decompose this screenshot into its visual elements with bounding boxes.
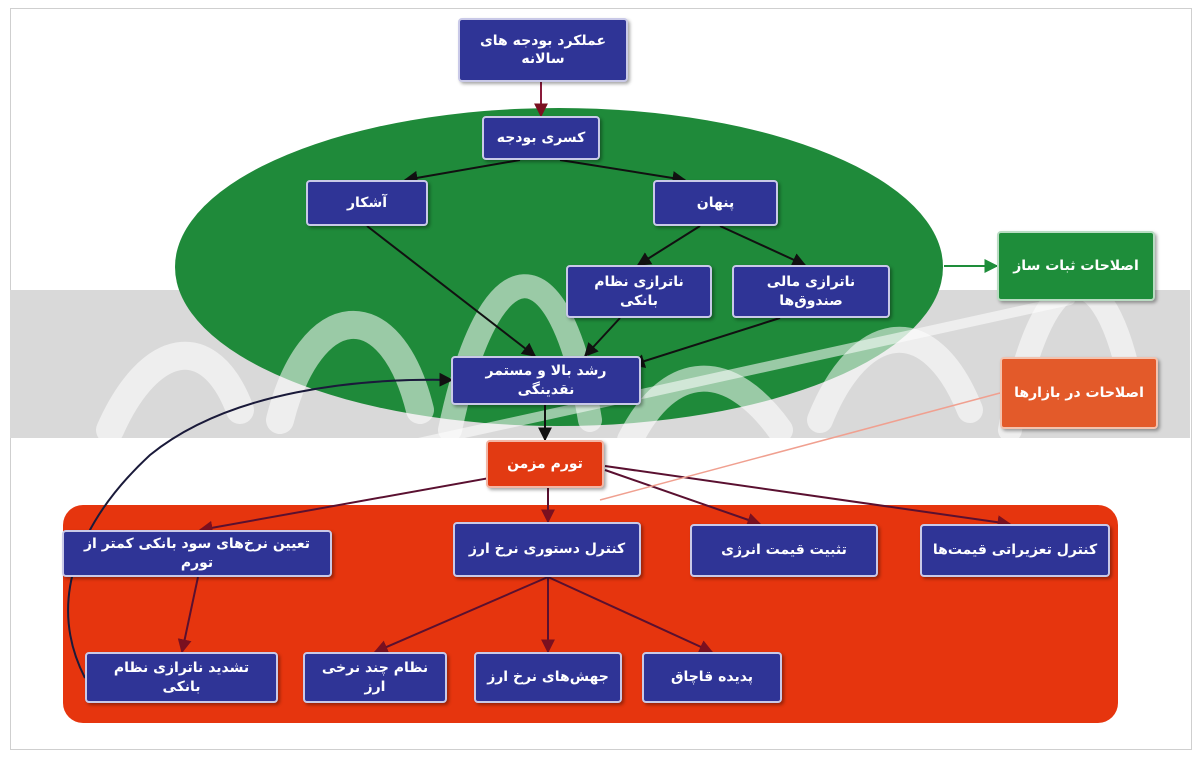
node-label: اصلاحات در بازارها	[1014, 384, 1144, 401]
node-label: تورم مزمن	[507, 455, 583, 472]
node-budget-deficit: کسری بودجه	[482, 116, 600, 160]
node-label: پدیده قاچاق	[670, 669, 754, 686]
node-hidden: پنهان	[653, 180, 778, 226]
node-label: کنترل تعزیراتی قیمت‌ها	[932, 542, 1098, 559]
node-label: اصلاحات ثبات ساز	[1013, 257, 1139, 274]
node-liquidity-growth: رشد بالا و مستمر نقدینگی	[451, 356, 641, 405]
node-label: جهش‌های نرخ ارز	[487, 669, 609, 686]
node-stabilizing-reforms: اصلاحات ثبات ساز	[997, 231, 1155, 301]
node-fx-control: کنترل دستوری نرخ ارز	[453, 522, 641, 577]
node-label: آشکار	[346, 194, 388, 211]
node-low-interest-rates: تعیین نرخ‌های سود بانکی کمتر از تورم	[62, 530, 332, 577]
node-label: ناترازی نظام بانکی	[594, 274, 684, 309]
node-label: کسری بودجه	[496, 129, 586, 146]
node-bank-imbalance: ناترازی نظام بانکی	[566, 265, 712, 318]
node-market-reforms: اصلاحات در بازارها	[1000, 357, 1158, 429]
node-multi-rate-fx: نظام چند نرخی ارز	[303, 652, 447, 703]
node-annual-budget: عملکرد بودجه های سالانه	[458, 18, 628, 82]
node-explicit: آشکار	[306, 180, 428, 226]
node-label: کنترل دستوری نرخ ارز	[468, 541, 626, 558]
node-label: عملکرد بودجه های سالانه	[479, 32, 607, 67]
node-energy-price-fix: تثبیت قیمت انرژی	[690, 524, 878, 577]
node-label: تعیین نرخ‌های سود بانکی کمتر از تورم	[83, 536, 311, 571]
node-label: تشدید ناترازی نظام بانکی	[113, 660, 250, 695]
node-label: نظام چند نرخی ارز	[321, 660, 429, 695]
node-smuggling: پدیده قاچاق	[642, 652, 782, 703]
node-chronic-inflation: تورم مزمن	[486, 440, 604, 488]
node-intensified-bank-imbalance: تشدید ناترازی نظام بانکی	[85, 652, 278, 703]
node-label: رشد بالا و مستمر نقدینگی	[485, 363, 607, 398]
node-label: تثبیت قیمت انرژی	[721, 542, 847, 559]
node-label: ناترازی مالی صندوق‌ها	[766, 274, 856, 309]
node-price-control: کنترل تعزیراتی قیمت‌ها	[920, 524, 1110, 577]
node-label: پنهان	[696, 194, 735, 211]
node-fx-jumps: جهش‌های نرخ ارز	[474, 652, 622, 703]
node-funds-imbalance: ناترازی مالی صندوق‌ها	[732, 265, 890, 318]
